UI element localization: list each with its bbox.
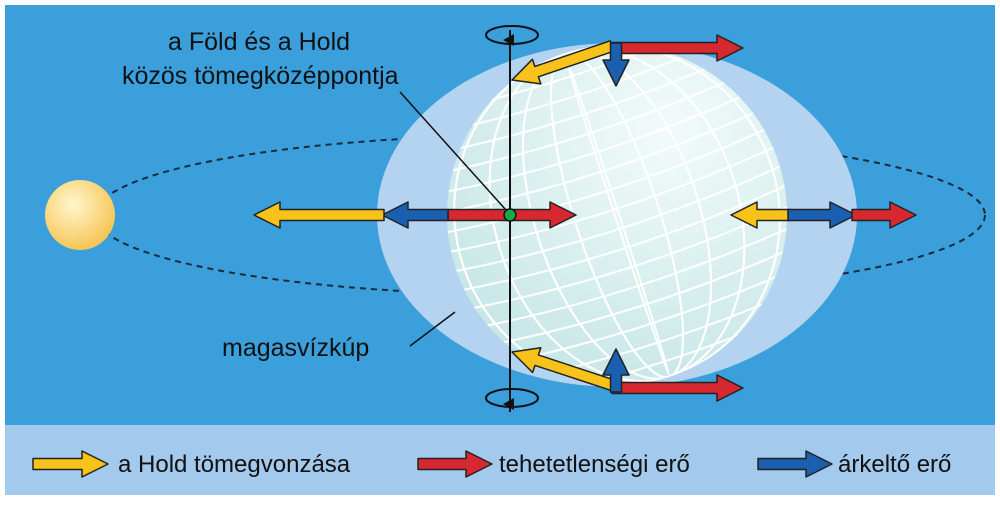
barycenter-label-line1: a Föld és a Hold [168,28,351,56]
legend-label-moon-gravity: a Hold tömegvonzása [118,451,351,478]
parallel-line [447,94,787,220]
rotation-arrowhead-icon [503,398,514,410]
parallel-line [447,45,768,144]
parallel-line [447,170,787,296]
tidal-force-arrow-icon [602,42,630,87]
parallel-line [447,151,787,277]
legend-inertial-force-arrow-icon [417,450,493,478]
barycenter-dot [503,208,517,222]
moon-gravity-arrow-icon [511,40,615,85]
parallel-line [447,132,787,258]
parallel-line [447,45,762,125]
legend-label-tidal-force: árkeltő erő [838,451,952,478]
parallel-line [448,208,787,334]
tidal-force-arrow-icon [381,201,449,229]
moon-body [45,180,115,250]
parallel-line [472,284,787,385]
rotation-arrowhead-icon [503,34,514,46]
tidal-bulge-label: magasvízkúp [222,334,370,362]
legend-label-inertial-force: tehetetlenségi erő [499,451,690,478]
tidal-force-arrow-icon [602,348,630,393]
legend-tidal-force-arrow-icon [757,450,833,478]
inertial-force-arrow-icon [611,374,744,402]
legend-band [5,425,995,495]
parallel-line [447,75,786,201]
inertial-force-arrow-icon [611,34,744,62]
moon-gravity-arrow-icon [511,347,615,391]
barycenter-label-line2: közös tömegközéppontja [122,62,399,90]
barycenter-leader-line [399,91,507,211]
globe-grid [447,45,787,385]
parallel-line [447,113,787,239]
inertial-force-arrow-icon [851,201,917,229]
meridian-line [453,45,781,385]
tidal-force-arrow-icon [787,201,857,229]
moon-gravity-arrow-icon [730,201,791,229]
bulge-leader-line [409,311,456,347]
moon-gravity-arrow-icon [253,201,385,229]
legend-moon-gravity-arrow-icon [32,450,109,478]
